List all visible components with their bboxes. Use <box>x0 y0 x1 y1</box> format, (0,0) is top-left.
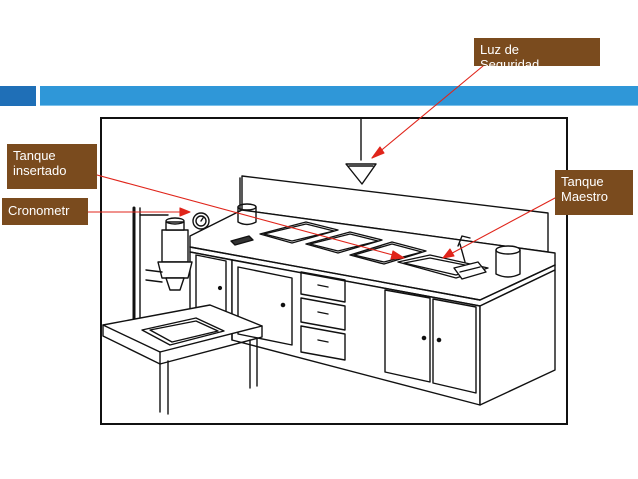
timer-clock <box>192 212 210 230</box>
arrow-luz <box>371 65 484 159</box>
arrowhead-cronometro <box>179 207 191 217</box>
master-tank <box>453 245 521 280</box>
drawer-stack <box>300 271 346 361</box>
callout-tanque-insertado: Tanque insertado <box>7 144 97 189</box>
developing-trays <box>259 221 427 265</box>
arrowhead-luz <box>371 146 385 159</box>
arrowhead-tanque-maestro <box>442 248 455 259</box>
callout-text: Tanque <box>13 148 56 163</box>
counter-object <box>230 235 254 246</box>
beaker <box>237 203 257 226</box>
arrow-tanque-maestro <box>442 197 556 259</box>
header-bar-strip <box>40 86 638 106</box>
header-accent-block <box>0 86 36 106</box>
callout-text: Luz de <box>480 42 520 57</box>
enlarger-table <box>102 304 263 415</box>
callout-text: Cronometr <box>8 203 70 218</box>
cabinet-door-left <box>237 266 293 346</box>
arrowhead-tanque-insertado <box>390 250 405 260</box>
callout-luz-de-seguridad: Luz de Seguridad <box>474 38 600 66</box>
callout-text: Tanque <box>561 174 604 189</box>
cabinet-door-right <box>384 289 477 394</box>
callout-text: Maestro <box>561 189 608 204</box>
callout-tanque-maestro: Tanque Maestro <box>555 170 633 215</box>
annotation-arrows <box>87 65 556 260</box>
safelight-lamp <box>345 117 377 185</box>
arrow-tanque-insertado <box>96 174 405 259</box>
callout-text: insertado <box>13 163 67 178</box>
callout-text: Seguridad <box>480 57 540 66</box>
slide-header-bar <box>0 86 638 106</box>
callout-cronometro: Cronometr <box>2 198 88 225</box>
enlarger <box>132 206 193 322</box>
